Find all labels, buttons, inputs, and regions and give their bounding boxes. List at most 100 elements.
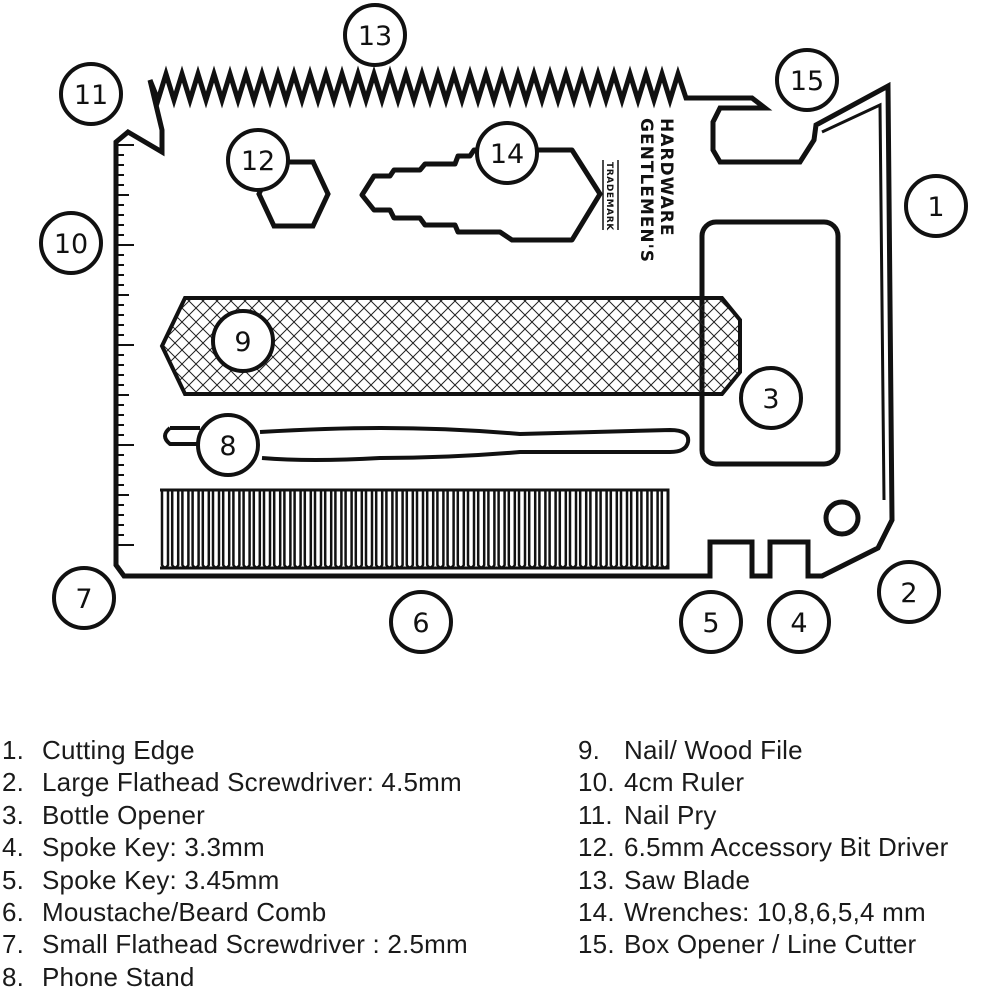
legend-label: Moustache/Beard Comb bbox=[42, 897, 327, 928]
comb-tooth bbox=[160, 490, 170, 569]
comb-tooth bbox=[578, 490, 588, 569]
ruler-ticks bbox=[118, 144, 134, 546]
wrench-cutout bbox=[359, 147, 603, 243]
legend-label: 6.5mm Accessory Bit Driver bbox=[624, 832, 949, 863]
svg-text:10: 10 bbox=[54, 229, 88, 260]
callout-14: 14 bbox=[475, 121, 539, 185]
callout-8: 8 bbox=[196, 413, 260, 477]
comb-tooth bbox=[507, 490, 517, 569]
legend-item-1: 1. Cutting Edge bbox=[2, 734, 468, 766]
cutting-edge-line bbox=[821, 102, 886, 501]
brand-name-line2: HARDWARE bbox=[656, 118, 676, 236]
comb-tooth bbox=[221, 490, 231, 569]
legend-number: 10. bbox=[578, 767, 615, 798]
callout-9: 9 bbox=[211, 309, 275, 373]
svg-text:7: 7 bbox=[75, 584, 92, 615]
brand-name-line1: GENTLEMEN'S bbox=[636, 118, 656, 263]
legend-item-8: 8. Phone Stand bbox=[2, 961, 468, 993]
legend-item-14: 14. Wrenches: 10,8,6,5,4 mm bbox=[578, 896, 949, 928]
comb-tooth bbox=[181, 490, 190, 569]
comb-tooth bbox=[385, 490, 394, 569]
svg-text:15: 15 bbox=[790, 66, 824, 97]
legend-number: 8. bbox=[2, 961, 25, 992]
comb-tooth bbox=[487, 490, 496, 569]
legend-item-12: 12.6.5mm Accessory Bit Driver bbox=[578, 831, 949, 863]
svg-text:13: 13 bbox=[358, 21, 392, 52]
comb-tooth bbox=[476, 490, 486, 569]
comb-tooth bbox=[538, 490, 547, 569]
legend-right-column: 9.Nail/ Wood File 10.4cm Ruler 11.Nail P… bbox=[578, 734, 949, 961]
callout-15: 15 bbox=[775, 48, 839, 112]
svg-text:4: 4 bbox=[790, 608, 807, 639]
comb-tooth bbox=[191, 490, 200, 569]
comb-tooth bbox=[640, 490, 649, 569]
callout-6: 6 bbox=[389, 590, 453, 654]
comb-tooth bbox=[558, 490, 568, 569]
svg-text:9: 9 bbox=[234, 327, 251, 358]
comb-tooth bbox=[589, 490, 598, 569]
comb-tooth bbox=[395, 490, 404, 569]
svg-text:12: 12 bbox=[241, 146, 275, 177]
comb-tooth bbox=[609, 490, 619, 569]
legend-number: 9. bbox=[578, 735, 601, 765]
svg-text:6: 6 bbox=[412, 608, 429, 639]
callout-5: 5 bbox=[679, 590, 743, 654]
legend-left-column: 1.Cutting Edge 2.Large Flathead Screwdri… bbox=[2, 734, 468, 993]
svg-text:8: 8 bbox=[219, 431, 236, 462]
comb-tooth bbox=[242, 490, 251, 569]
comb-tooth bbox=[599, 490, 608, 569]
legend-label: Phone Stand bbox=[42, 961, 195, 992]
comb-tooth bbox=[293, 490, 302, 569]
svg-text:1: 1 bbox=[927, 192, 944, 223]
legend-item-3: 3.Bottle Opener bbox=[2, 799, 468, 831]
legend-label: Cutting Edge bbox=[42, 735, 195, 765]
legend-number: 1. bbox=[2, 735, 25, 765]
svg-text:14: 14 bbox=[490, 139, 524, 170]
brand-logo: GENTLEMEN'S HARDWARE bbox=[636, 118, 676, 263]
legend-number: 11. bbox=[578, 799, 613, 830]
legend-number: 7. bbox=[2, 929, 25, 960]
callout-10: 10 bbox=[39, 211, 103, 275]
comb-tooth bbox=[211, 490, 221, 569]
comb-tooth bbox=[334, 490, 343, 569]
callout-1: 1 bbox=[904, 174, 968, 238]
legend-label: Spoke Key: 3.45mm bbox=[42, 864, 280, 895]
comb-tooth bbox=[283, 490, 292, 569]
nail-file bbox=[159, 296, 742, 396]
comb-tooth bbox=[344, 490, 353, 569]
callout-7: 7 bbox=[52, 566, 116, 630]
hex-bit-driver bbox=[256, 159, 331, 229]
callout-2: 2 bbox=[877, 560, 941, 624]
legend-item-6: 6. Moustache/Beard Comb bbox=[2, 896, 468, 928]
callout-11: 11 bbox=[59, 62, 123, 126]
comb-tooth bbox=[425, 490, 435, 569]
callout-12: 12 bbox=[226, 128, 290, 192]
comb-tooth bbox=[405, 490, 415, 569]
comb-frame bbox=[160, 488, 670, 570]
legend-item-15: 15.Box Opener / Line Cutter bbox=[578, 928, 949, 960]
comb-tooth bbox=[374, 490, 384, 569]
legend-number: 13. bbox=[578, 864, 615, 895]
brand-trademark: TRADEMARK bbox=[602, 160, 619, 231]
legend-label: Nail Pry bbox=[624, 799, 717, 830]
legend-label: 4cm Ruler bbox=[624, 767, 745, 798]
legend-number: 14. bbox=[578, 897, 615, 928]
brand-trademark-text: TRADEMARK bbox=[604, 162, 614, 231]
comb-tooth bbox=[415, 490, 425, 569]
comb-tooth bbox=[650, 490, 659, 569]
phone-stand bbox=[163, 426, 691, 462]
legend-label: Wrenches: 10,8,6,5,4 mm bbox=[624, 897, 926, 928]
legend-number: 6. bbox=[2, 897, 25, 928]
comb-tooth bbox=[354, 490, 364, 569]
legend-item-13: 13.Saw Blade bbox=[578, 864, 949, 896]
legend-number: 4. bbox=[2, 832, 25, 863]
comb-tooth bbox=[568, 490, 578, 569]
callout-4: 4 bbox=[767, 590, 831, 654]
legend-item-11: 11. Nail Pry bbox=[578, 799, 949, 831]
comb-tooth bbox=[456, 490, 466, 569]
comb-tooth bbox=[436, 490, 445, 569]
comb-tooth bbox=[619, 490, 629, 569]
lanyard-hole bbox=[823, 499, 861, 537]
legend-label: Spoke Key: 3.3mm bbox=[42, 832, 265, 863]
comb-tooth bbox=[201, 490, 211, 569]
